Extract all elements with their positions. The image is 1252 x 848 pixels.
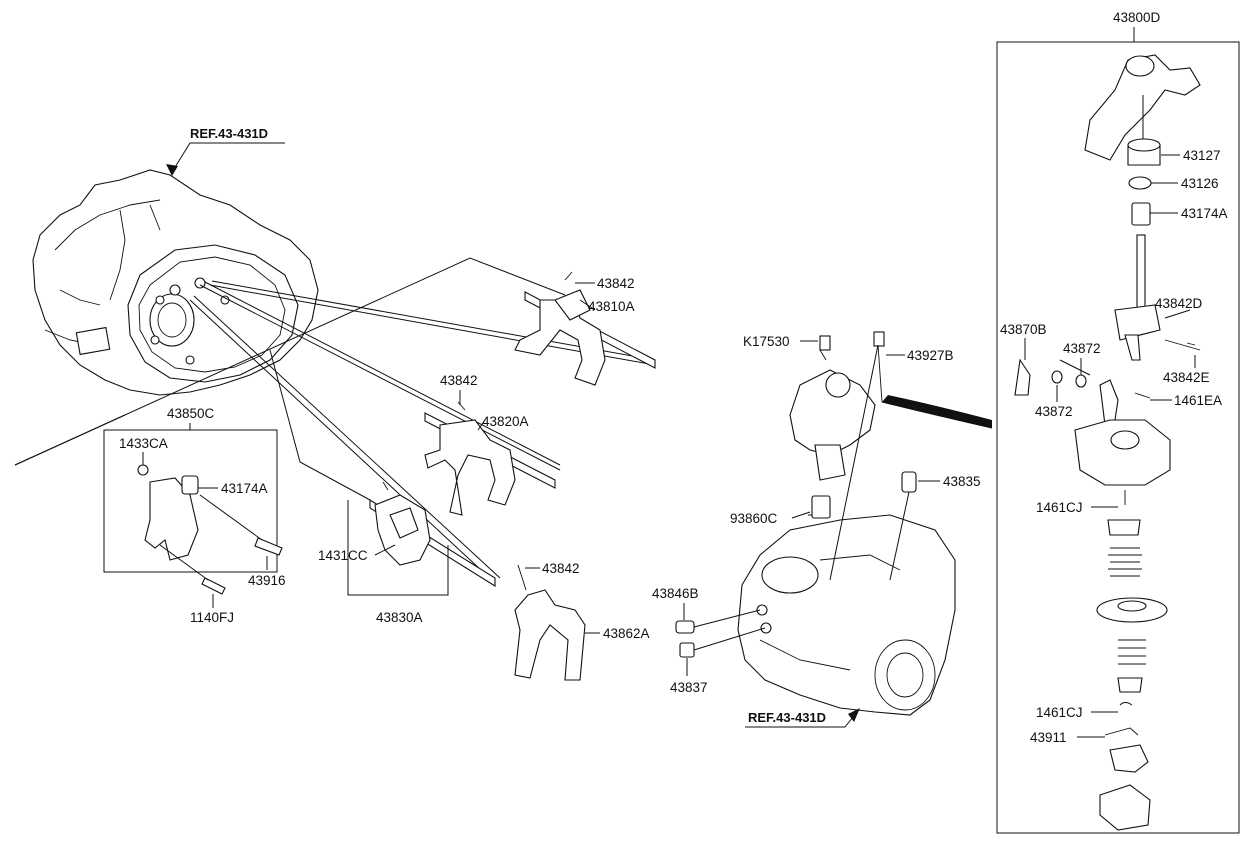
label-K17530: K17530	[743, 334, 790, 349]
label-1461CJ-top: 1461CJ	[1036, 500, 1083, 515]
transmission-case-left	[32, 169, 319, 396]
label-43174A-left: 43174A	[221, 481, 268, 496]
ref-arrow-bottom: REF.43-431D	[745, 708, 860, 728]
label-43927B: 43927B	[907, 348, 954, 363]
label-group: 43800D 43127 43126 43174A 43842D 43870B …	[119, 10, 1228, 745]
label-43830A: 43830A	[376, 610, 423, 625]
bolt-43835	[889, 471, 917, 581]
label-43911: 43911	[1030, 730, 1067, 745]
shift-lug-43830A	[369, 481, 496, 587]
label-43842-a: 43842	[597, 276, 635, 291]
label-1461CJ-bottom: 1461CJ	[1036, 705, 1083, 720]
label-43842E: 43842E	[1163, 370, 1210, 385]
label-43174A-right: 43174A	[1181, 206, 1228, 221]
label-43872-bottom: 43872	[1035, 404, 1073, 419]
assembly-43800D-box	[996, 27, 1240, 834]
label-43842D: 43842D	[1155, 296, 1203, 311]
label-43842-b: 43842	[440, 373, 478, 388]
ref-arrow-top-left: REF.43-431D	[166, 126, 285, 176]
label-1461EA: 1461EA	[1174, 393, 1222, 408]
label-43850C: 43850C	[167, 406, 215, 421]
bolt-43927B-line	[829, 344, 879, 581]
label-93860C: 93860C	[730, 511, 778, 526]
label-1140FJ: 1140FJ	[190, 610, 234, 625]
transmission-case-right	[737, 514, 956, 716]
shift-fork-43862A	[514, 564, 586, 681]
label-43872-top: 43872	[1063, 341, 1101, 356]
bracket-43850C	[103, 423, 283, 595]
label-43820A: 43820A	[482, 414, 529, 429]
switch-93860C	[808, 495, 831, 519]
shift-fork-43820A	[424, 401, 556, 516]
plug-43837	[679, 627, 766, 658]
label-1433CA: 1433CA	[119, 436, 168, 451]
label-1431CC: 1431CC	[318, 548, 368, 563]
label-43870B: 43870B	[1000, 322, 1047, 337]
label-43916: 43916	[248, 573, 286, 588]
label-43810A: 43810A	[588, 299, 635, 314]
plug-43846B	[675, 609, 761, 634]
label-43800D: 43800D	[1113, 10, 1161, 25]
label-43126: 43126	[1181, 176, 1219, 191]
leader-lines-left	[14, 257, 566, 501]
label-43842-c: 43842	[542, 561, 580, 576]
label-43835: 43835	[943, 474, 981, 489]
ref-label-top-left: REF.43-431D	[190, 126, 268, 141]
label-43862A: 43862A	[603, 626, 650, 641]
label-43127: 43127	[1183, 148, 1221, 163]
shift-control-assembly	[789, 331, 885, 481]
connector-arrow	[882, 395, 992, 428]
label-43846B: 43846B	[652, 586, 699, 601]
shift-fork-43810A	[514, 271, 656, 386]
label-43837: 43837	[670, 680, 708, 695]
ref-label-bottom: REF.43-431D	[748, 710, 826, 725]
